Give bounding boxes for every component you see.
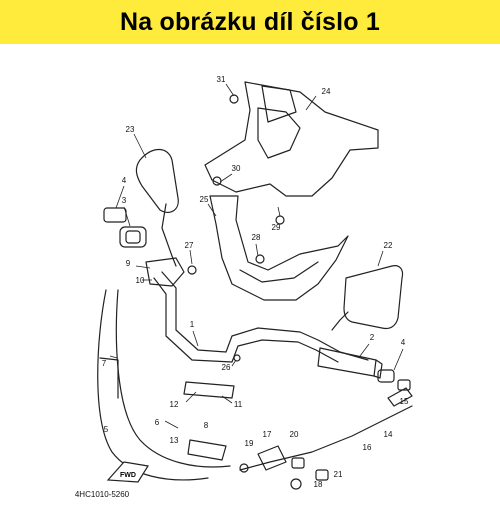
part-1-handlebar-inner bbox=[153, 277, 339, 363]
part-label: 10 bbox=[136, 276, 145, 285]
part-label: 4 bbox=[401, 338, 406, 347]
part-21-nut bbox=[315, 469, 329, 481]
part-19-washer bbox=[239, 463, 249, 473]
part-label: 18 bbox=[314, 480, 323, 489]
part-27-bolt bbox=[187, 265, 197, 275]
part-label: 15 bbox=[400, 397, 409, 406]
part-label: 24 bbox=[322, 87, 331, 96]
part-28-bolt bbox=[255, 254, 265, 264]
part-22-stem bbox=[331, 311, 349, 331]
part-label: 12 bbox=[170, 400, 179, 409]
part-label: 26 bbox=[222, 363, 231, 372]
fwd-arrow-icon: FWD bbox=[106, 461, 149, 483]
part-label: 22 bbox=[384, 241, 393, 250]
part-2-grip-end bbox=[373, 359, 383, 379]
part-24-detail bbox=[257, 107, 301, 159]
part-label: 17 bbox=[263, 430, 272, 439]
part-2-grip bbox=[317, 347, 377, 377]
part-label: 5 bbox=[104, 425, 109, 434]
part-7-strap bbox=[99, 357, 119, 399]
part-26-bolt bbox=[233, 354, 241, 362]
part-15-cap bbox=[397, 379, 411, 391]
part-4-weight bbox=[103, 207, 127, 223]
part-label: 28 bbox=[252, 233, 261, 242]
part-31-bolt bbox=[229, 94, 239, 104]
parts-diagram: FWD 1 2 3 4 4 5 6 7 8 9 10 11 12 13 14 1… bbox=[0, 44, 500, 500]
part-9-switch-housing bbox=[145, 257, 185, 287]
part-label: 19 bbox=[245, 439, 254, 448]
part-1-handlebar bbox=[161, 271, 369, 361]
part-label: 2 bbox=[370, 333, 375, 342]
part-25-bracket bbox=[209, 195, 349, 301]
title-banner: Na obrázku díl číslo 1 bbox=[0, 0, 500, 44]
part-label: 3 bbox=[122, 196, 127, 205]
part-label: 23 bbox=[126, 125, 135, 134]
part-label: 13 bbox=[170, 436, 179, 445]
diagram-code: 4HC1010-5260 bbox=[75, 490, 130, 499]
part-label: 4 bbox=[122, 176, 127, 185]
part-label: 11 bbox=[234, 400, 243, 409]
part-label: 7 bbox=[102, 359, 107, 368]
part-25-inner bbox=[239, 261, 319, 283]
part-label: 16 bbox=[363, 443, 372, 452]
part-3-bar-end bbox=[119, 226, 147, 248]
part-label: 14 bbox=[384, 430, 393, 439]
part-24-bracket bbox=[204, 81, 379, 197]
part-13-holder bbox=[187, 439, 227, 461]
part-20-bolt bbox=[291, 457, 305, 469]
part-4-right-weight bbox=[377, 369, 395, 383]
part-label: 29 bbox=[272, 223, 281, 232]
part-label: 9 bbox=[126, 259, 131, 268]
part-label: 20 bbox=[290, 430, 299, 439]
part-label: 25 bbox=[200, 195, 209, 204]
part-6-cable bbox=[115, 289, 231, 468]
part-label: 8 bbox=[204, 421, 209, 430]
part-label: 6 bbox=[155, 418, 160, 427]
part-23-stem bbox=[161, 203, 177, 267]
part-16-cable bbox=[239, 405, 413, 471]
part-label: 21 bbox=[334, 470, 343, 479]
part-18-screw bbox=[290, 478, 302, 490]
part-label: 1 bbox=[190, 320, 195, 329]
part-24-flange bbox=[261, 85, 297, 123]
part-23-mirror bbox=[135, 148, 179, 213]
part-label: 30 bbox=[232, 164, 241, 173]
fwd-label: FWD bbox=[120, 472, 136, 479]
part-label: 31 bbox=[217, 75, 226, 84]
part-3-core bbox=[125, 230, 141, 244]
banner-title: Na obrázku díl číslo 1 bbox=[119, 7, 381, 36]
exploded-view-svg: FWD 1 2 3 4 4 5 6 7 8 9 10 11 12 13 14 1… bbox=[75, 75, 413, 499]
part-14-tube bbox=[387, 387, 413, 407]
part-5-cable bbox=[97, 289, 209, 481]
part-22-mirror bbox=[343, 265, 404, 330]
part-17-lever bbox=[257, 445, 287, 471]
part-12-clamp bbox=[183, 381, 235, 399]
part-label: 27 bbox=[185, 241, 194, 250]
